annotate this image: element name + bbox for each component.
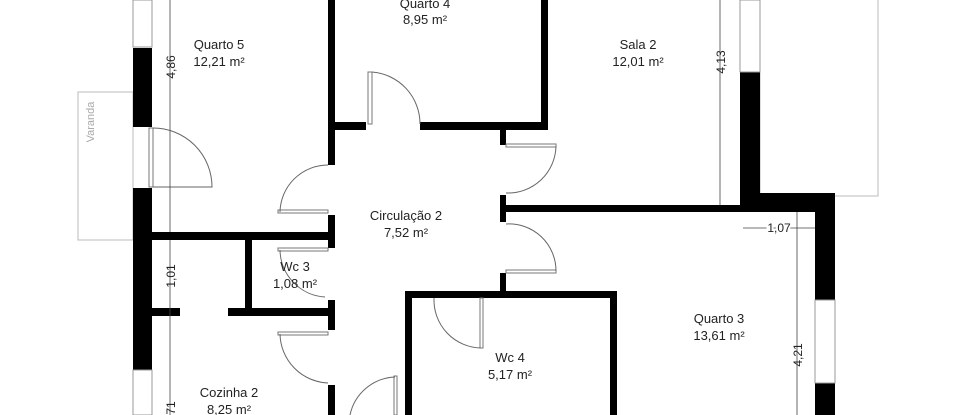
room-quarto-3: Quarto 3 13,61 m² <box>693 311 745 343</box>
door-cozinha-2[interactable] <box>277 331 329 384</box>
window-quarto-5 <box>132 0 153 48</box>
dimension-sala-2-height: 4,13 <box>714 50 728 74</box>
room-sala-2: Sala 2 12,01 m² <box>612 37 664 69</box>
svg-text:13,61 m²: 13,61 m² <box>693 328 745 343</box>
room-cozinha-2: Cozinha 2 8,25 m² <box>200 385 259 415</box>
window-quarto-3 <box>814 299 836 384</box>
svg-text:8,25 m²: 8,25 m² <box>207 402 252 415</box>
door-quarto-3[interactable] <box>505 223 557 274</box>
svg-text:Quarto 5: Quarto 5 <box>194 37 245 52</box>
svg-text:Sala 2: Sala 2 <box>620 37 657 52</box>
room-quarto-5: Quarto 5 12,21 m² <box>193 37 245 69</box>
balcony-right-outline <box>759 0 879 197</box>
door-balcony[interactable] <box>148 127 213 188</box>
svg-text:8,95 m²: 8,95 m² <box>403 12 448 27</box>
door-wc-4[interactable] <box>433 297 484 349</box>
room-wc-3: Wc 3 1,08 m² <box>273 259 318 291</box>
balcony-varanda-outline <box>77 91 134 241</box>
dimension-wc-3-width: 1,01 <box>164 264 178 288</box>
svg-text:Quarto 4: Quarto 4 <box>400 0 451 11</box>
balcony-label: Varanda <box>85 101 97 143</box>
svg-text:Quarto 3: Quarto 3 <box>694 311 745 326</box>
room-quarto-4: Quarto 48,95 m² <box>400 0 451 27</box>
door-sala-2[interactable] <box>505 143 557 194</box>
svg-text:5,17 m²: 5,17 m² <box>488 367 533 382</box>
svg-text:Wc 3: Wc 3 <box>280 259 310 274</box>
room-wc-4: Wc 4 5,17 m² <box>488 350 533 382</box>
svg-text:1,08 m²: 1,08 m² <box>273 276 318 291</box>
dimension-quarto-5-height: 4,86 <box>164 55 178 79</box>
dimension-quarto-3-height: 4,21 <box>791 343 805 367</box>
window-sala-2 <box>739 0 761 73</box>
dimension-lines <box>169 0 815 415</box>
door-quarto-4[interactable] <box>367 71 421 125</box>
door-wc-3[interactable] <box>277 247 329 298</box>
dimension-wall-width: 1,07 <box>767 221 791 235</box>
room-circulacao-2: Circulação 2 7,52 m² <box>370 208 442 240</box>
window-cozinha-2 <box>132 369 153 415</box>
svg-text:7,52 m²: 7,52 m² <box>384 225 429 240</box>
door-quarto-5[interactable] <box>277 164 329 214</box>
svg-text:Wc 4: Wc 4 <box>495 350 525 365</box>
svg-text:Circulação 2: Circulação 2 <box>370 208 442 223</box>
door-lower[interactable] <box>349 375 398 415</box>
svg-text:12,21 m²: 12,21 m² <box>193 54 245 69</box>
svg-text:Cozinha 2: Cozinha 2 <box>200 385 259 400</box>
walls <box>133 0 835 415</box>
svg-text:12,01 m²: 12,01 m² <box>612 54 664 69</box>
dimension-cozinha-2: 71 <box>164 401 178 415</box>
